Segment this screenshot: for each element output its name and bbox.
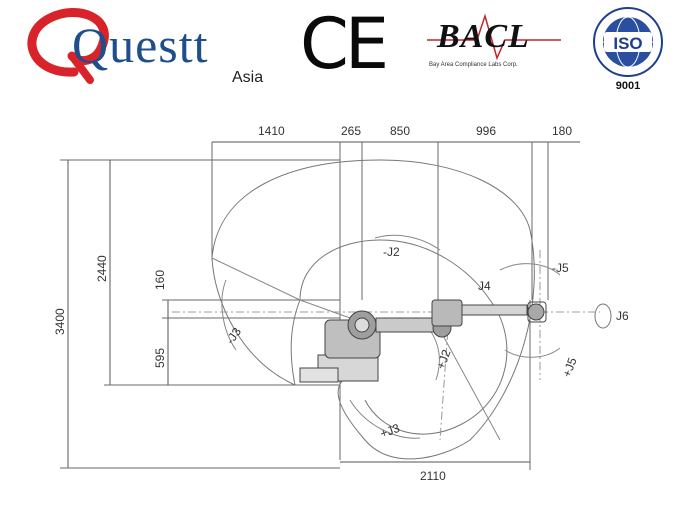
dim-595: 595	[153, 348, 167, 368]
label-j4: J4	[478, 279, 491, 293]
label-j6: J6	[616, 309, 629, 323]
iso-globe-icon: ISO	[593, 7, 663, 77]
label-j3-pos: +J3	[378, 421, 402, 441]
bacl-logo: BACL Bay Area Compliance Labs Corp.	[425, 10, 565, 85]
dim-3400: 3400	[53, 308, 67, 335]
dim-160: 160	[153, 270, 167, 290]
label-j3-neg: -J3	[223, 325, 244, 347]
workspace-svg: 1410 265 850 996 180 3400 2440 160 595 2…	[53, 124, 629, 483]
iso-9001-seal: ISO 9001	[582, 4, 674, 96]
label-j2-neg: -J2	[383, 245, 400, 259]
header: Questt Asia CE BACL Bay Area Compliance …	[0, 0, 700, 100]
label-j5-neg: -J5	[552, 261, 569, 275]
dim-850: 850	[390, 124, 410, 138]
ce-mark: CE	[300, 3, 389, 85]
iso-number: 9001	[615, 80, 641, 92]
iso-text: ISO	[613, 34, 642, 53]
label-j5-pos: +J5	[560, 355, 580, 379]
brand-subtitle: Asia	[232, 69, 264, 86]
brand-name: Questt	[72, 17, 209, 73]
dim-2110: 2110	[420, 469, 446, 483]
dim-265: 265	[341, 124, 361, 138]
questt-swoosh-icon	[27, 8, 109, 84]
label-j2-pos: +J2	[434, 347, 454, 371]
dim-180: 180	[552, 124, 572, 138]
robot-workspace-drawing: 1410 265 850 996 180 3400 2440 160 595 2…	[0, 100, 700, 500]
bacl-zigzag-icon	[427, 13, 561, 61]
dim-1410: 1410	[258, 124, 285, 138]
bacl-text: BACL	[437, 18, 530, 55]
questt-asia-logo: Questt Asia	[22, 4, 282, 89]
dim-996: 996	[476, 124, 496, 138]
dim-2440: 2440	[95, 255, 109, 282]
bacl-subtitle: Bay Area Compliance Labs Corp.	[429, 62, 518, 68]
